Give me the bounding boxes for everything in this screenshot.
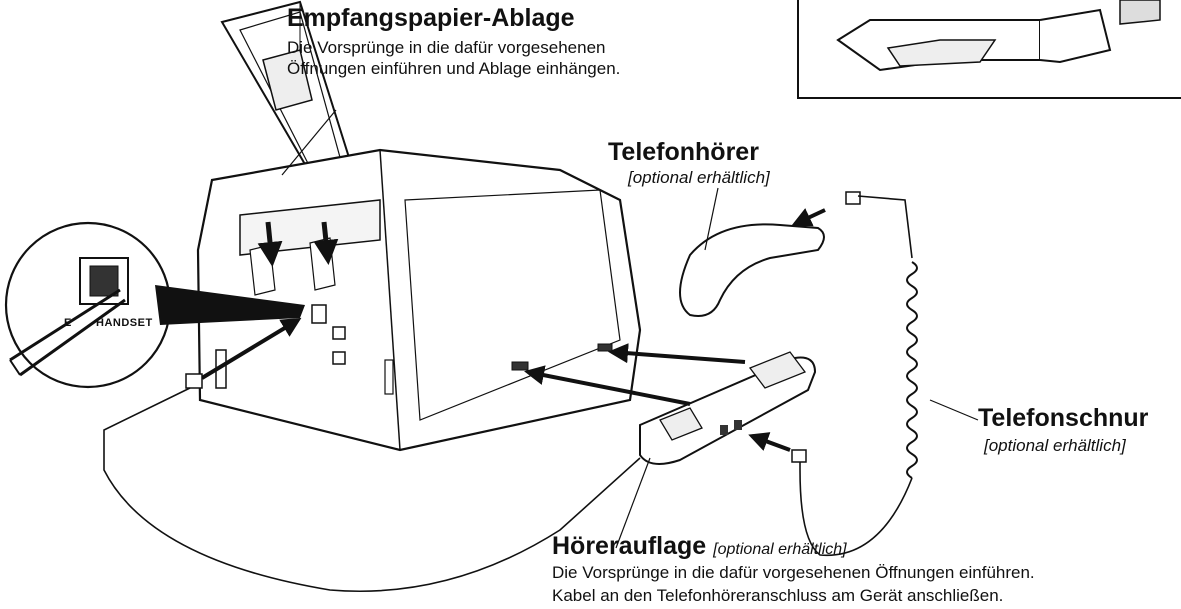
cradle-leader-line <box>615 457 651 549</box>
tray-text-line2: Öffnungen einführen und Ablage einhängen… <box>287 59 621 78</box>
tray-text-line1: Die Vorsprünge in die dafür vorgesehenen <box>287 38 606 57</box>
inset-detail-box <box>797 0 1181 99</box>
cord-leader-line <box>929 399 979 421</box>
tray-insert-arrows <box>257 221 339 267</box>
plug-arrow <box>200 317 302 380</box>
handset-port-inset <box>4 221 305 389</box>
handset-graphic <box>679 191 861 317</box>
cradle-text-line2: Kabel an den Telefonhöreranschluss am Ge… <box>552 586 1004 605</box>
cradle-text-line1: Die Vorsprünge in die dafür vorgesehenen… <box>552 563 1035 582</box>
handset-cable <box>103 387 641 593</box>
cradle-optional: [optional erhältlich] <box>713 541 847 558</box>
cable-plug <box>185 373 203 389</box>
cord-title: Telefonschnur <box>978 404 1149 432</box>
cord-optional: [optional erhältlich] <box>984 436 1126 455</box>
cradle-arrow-right <box>608 343 746 364</box>
port-label: HANDSET <box>96 317 153 329</box>
cradle-arrow-left <box>524 365 691 406</box>
handset-leader-line <box>704 187 719 251</box>
tray-leader-line <box>281 109 337 176</box>
cradle-title: Hörerauflage <box>552 532 707 560</box>
cradle-title-line: Hörerauflage [optional erhältlich] <box>552 532 847 564</box>
tray-title: Empfangspapier-Ablage <box>287 4 575 32</box>
coiled-cord <box>748 195 918 557</box>
handset-cradle-graphic <box>639 351 817 465</box>
handset-optional: [optional erhältlich] <box>628 168 770 187</box>
handset-title: Telefonhörer <box>608 138 759 166</box>
port-label-prefix: E <box>64 317 72 329</box>
